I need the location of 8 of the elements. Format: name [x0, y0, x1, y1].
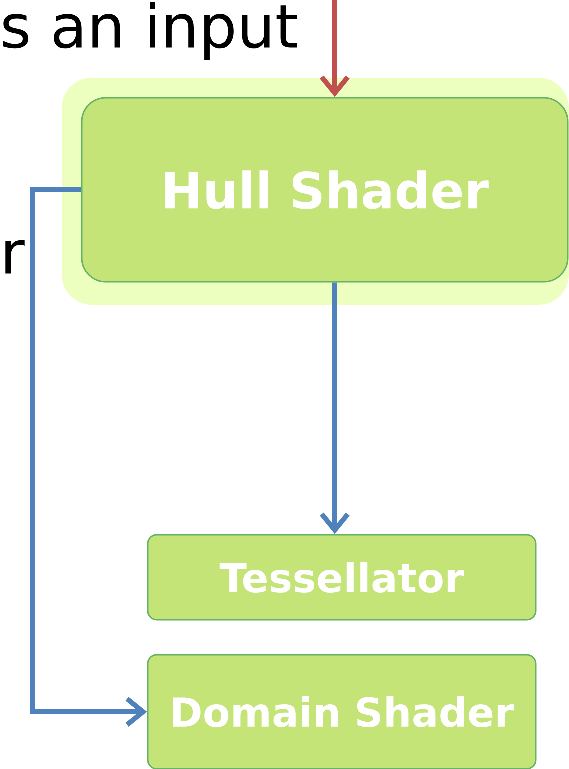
- arrow: [30, 188, 148, 727]
- arrow: [320, 282, 350, 534]
- label-text: r: [6, 240, 25, 274]
- process-box: Tessellator: [147, 534, 537, 621]
- process-box: Hull Shader: [81, 97, 569, 283]
- process-box: Domain Shader: [147, 654, 537, 769]
- arrow: [320, 0, 350, 98]
- label-text: s an input: [3, 2, 298, 60]
